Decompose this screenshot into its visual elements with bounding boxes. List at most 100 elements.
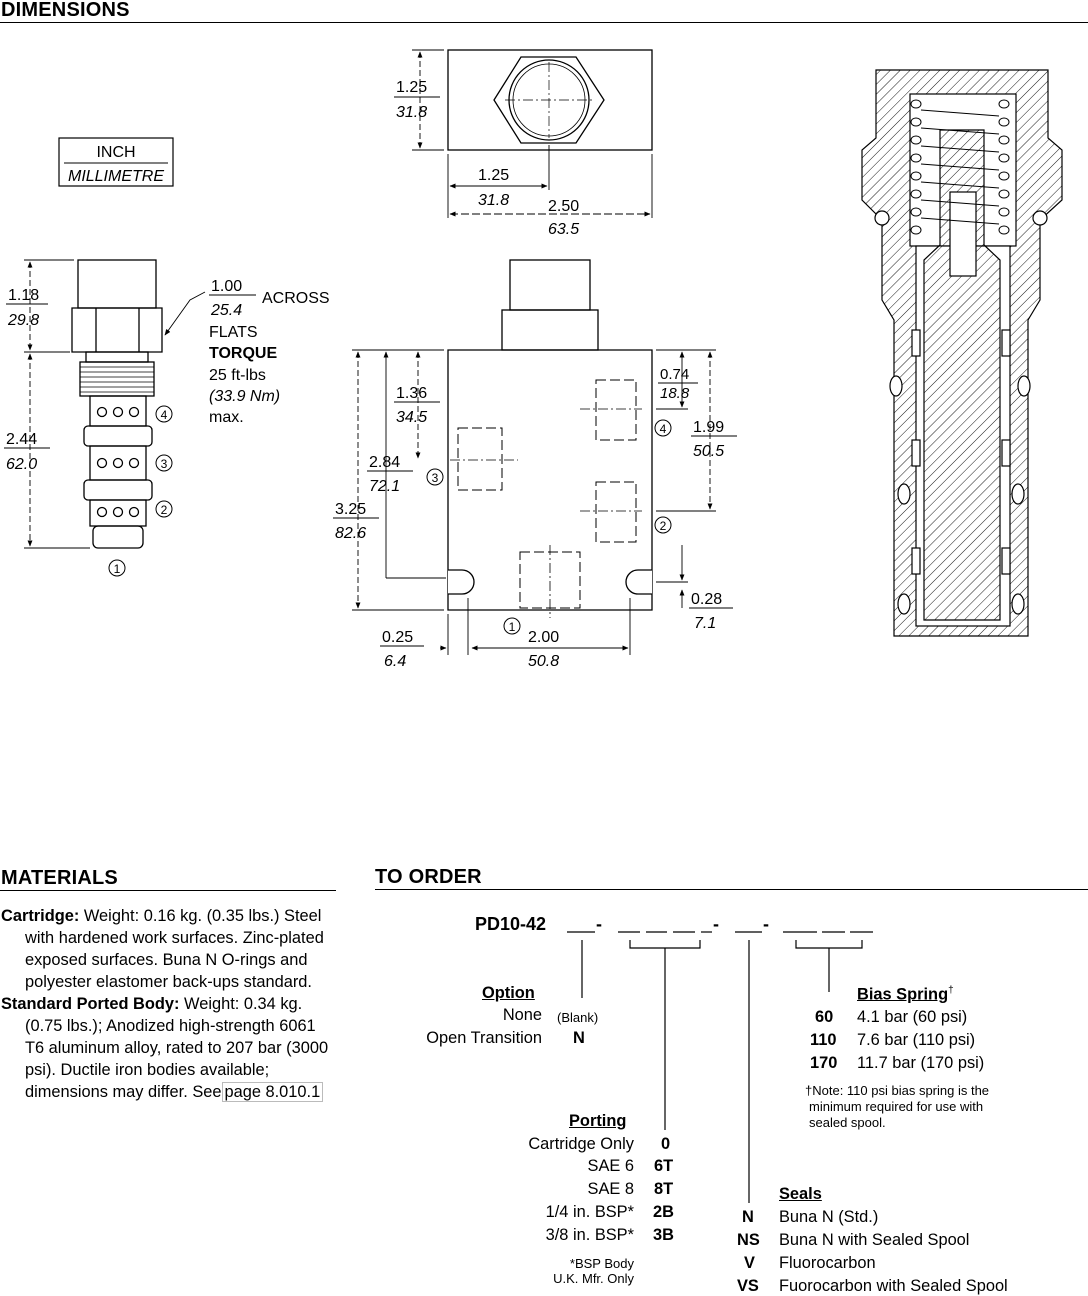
materials-cartridge: Cartridge: Weight: 0.16 kg. (0.35 lbs.) … — [1, 905, 331, 993]
porting-label-0: Cartridge Only — [528, 1135, 634, 1153]
seal-label-2: Fluorocarbon — [779, 1254, 876, 1272]
option-open-label: Open Transition — [426, 1029, 542, 1047]
bias-spring-dagger: † — [948, 985, 954, 996]
bias-label-1: 7.6 bar (110 psi) — [857, 1031, 976, 1049]
bias-spring-heading: Bias Spring — [857, 985, 949, 1004]
d074-mm: 18.8 — [660, 385, 690, 402]
d028-mm: 7.1 — [694, 615, 716, 632]
front-port-markers — [426, 419, 672, 635]
front-port-3: 3 — [432, 471, 439, 485]
materials-title: MATERIALS — [1, 867, 118, 889]
torque-l3: (33.9 Nm) — [209, 388, 280, 405]
d025-in: 0.25 — [382, 629, 413, 646]
porting-note-1: *BSP Body — [569, 1256, 634, 1271]
seal-code-3: VS — [737, 1277, 759, 1295]
bias-note-2: minimum required for use with — [809, 1099, 984, 1114]
materials-rule — [0, 890, 336, 891]
front-view-drawing — [352, 259, 716, 655]
porting-note-2: U.K. Mfr. Only — [553, 1271, 634, 1286]
bias-code-1: 110 — [810, 1031, 837, 1049]
porting-code-3: 2B — [653, 1203, 674, 1221]
d199-mm: 50.5 — [693, 443, 724, 460]
seal-code-2: V — [744, 1254, 755, 1272]
d025-mm: 6.4 — [384, 653, 406, 670]
torque-l4: max. — [209, 409, 244, 426]
materials-cartridge-label: Cartridge: — [1, 907, 80, 925]
page-link[interactable]: page 8.010.1 — [221, 1082, 324, 1102]
front-port-1: 1 — [509, 620, 516, 634]
d074-in: 0.74 — [660, 366, 689, 383]
seals-heading: Seals — [779, 1185, 822, 1203]
flats-label1: ACROSS — [262, 290, 330, 307]
cart-d1-mm: 29.8 — [7, 312, 39, 329]
option-heading: Option — [482, 984, 535, 1002]
materials-body-label: Standard Ported Body: — [1, 995, 180, 1013]
d325-in: 3.25 — [335, 501, 366, 518]
flats-label2: FLATS — [209, 324, 258, 341]
d199-in: 1.99 — [693, 419, 724, 436]
materials-body: Standard Ported Body: Weight: 0.34 kg. (… — [1, 993, 331, 1103]
unit-box: INCH MILLIMETRE — [58, 137, 174, 187]
d325-mm: 82.6 — [335, 525, 366, 542]
porting-label-1: SAE 6 — [587, 1157, 634, 1175]
d136-in: 1.36 — [396, 385, 427, 402]
porting-label-2: SAE 8 — [587, 1180, 634, 1198]
d284-mm: 72.1 — [369, 478, 400, 495]
option-open-code: N — [573, 1029, 585, 1047]
bias-code-0: 60 — [815, 1008, 834, 1026]
porting-code-4: 3B — [653, 1226, 674, 1244]
top-w-mm: 63.5 — [548, 221, 579, 238]
dimensions-title: DIMENSIONS — [1, 0, 130, 21]
materials-text: Cartridge: Weight: 0.16 kg. (0.35 lbs.) … — [1, 905, 331, 1103]
bias-note-1: †Note: 110 psi bias spring is the — [805, 1083, 990, 1098]
d136-mm: 34.5 — [396, 409, 427, 426]
option-none-note: (Blank) — [557, 1010, 599, 1025]
top-w-in: 2.50 — [548, 198, 579, 215]
top-view-drawing — [412, 49, 653, 218]
cart-port-1: 1 — [114, 562, 121, 576]
top-h-in: 1.25 — [396, 79, 427, 96]
dash-2: - — [713, 914, 719, 934]
bias-code-2: 170 — [810, 1054, 838, 1072]
d200-in: 2.00 — [528, 629, 559, 646]
cross-section-drawing — [861, 69, 1063, 637]
order-code-diagram: PD10-42 - - - — [475, 914, 873, 1203]
porting-label-4: 3/8 in. BSP* — [545, 1226, 634, 1244]
top-c-mm: 31.8 — [478, 192, 509, 209]
bias-note-3: sealed spool. — [809, 1115, 886, 1130]
bias-spring-heading-wrap: Bias Spring† — [857, 985, 954, 1004]
cartridge-drawing — [24, 259, 206, 549]
model-prefix: PD10-42 — [475, 914, 546, 934]
porting-heading: Porting — [569, 1112, 627, 1130]
d200-mm: 50.8 — [528, 653, 559, 670]
flats-mm: 25.4 — [210, 302, 242, 319]
flats-in: 1.00 — [211, 278, 242, 295]
porting-code-2: 8T — [654, 1180, 674, 1198]
materials-body-text: Weight: 0.34 kg. (0.75 lbs.); Anodized h… — [25, 995, 329, 1101]
cart-d1-in: 1.18 — [8, 287, 39, 304]
porting-label-3: 1/4 in. BSP* — [545, 1203, 634, 1221]
d028-in: 0.28 — [691, 591, 722, 608]
unit-millimetre: MILLIMETRE — [68, 168, 164, 185]
top-c-in: 1.25 — [478, 167, 509, 184]
cart-d2-mm: 62.0 — [6, 456, 37, 473]
dash-3: - — [763, 914, 769, 934]
to-order-title: TO ORDER — [375, 866, 482, 888]
seal-code-0: N — [742, 1208, 754, 1226]
seal-label-0: Buna N (Std.) — [779, 1208, 879, 1226]
cart-port-2: 2 — [161, 503, 168, 517]
cart-port-3: 3 — [161, 457, 168, 471]
top-h-mm: 31.8 — [396, 104, 427, 121]
front-port-4: 4 — [660, 422, 667, 436]
porting-code-0: 0 — [661, 1135, 671, 1153]
dash-1: - — [596, 914, 602, 934]
torque-l1: TORQUE — [209, 345, 277, 362]
front-port-2: 2 — [660, 519, 667, 533]
materials-cartridge-text: Weight: 0.16 kg. (0.35 lbs.) Steel with … — [25, 907, 324, 991]
seal-code-1: NS — [737, 1231, 760, 1249]
seal-label-3: Fuorocarbon with Sealed Spool — [779, 1277, 1008, 1295]
d284-in: 2.84 — [369, 454, 400, 471]
cartridge-port-markers — [108, 405, 173, 577]
cart-d2-in: 2.44 — [6, 431, 37, 448]
option-none-label: None — [502, 1006, 542, 1024]
